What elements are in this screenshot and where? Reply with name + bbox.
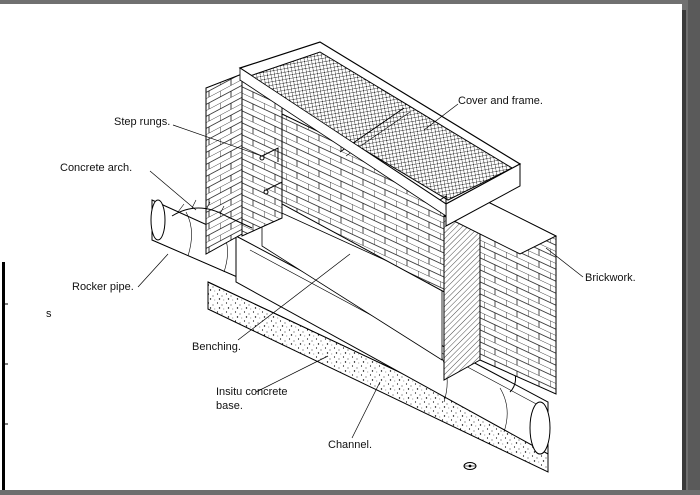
step-rungs xyxy=(259,147,447,210)
label-step-rungs: Step rungs. xyxy=(114,116,170,128)
margin-ruler xyxy=(2,262,8,490)
concrete-arch xyxy=(171,199,253,229)
label-rocker-pipe: Rocker pipe. xyxy=(72,281,134,293)
label-insitu-concrete: Insitu concrete xyxy=(216,386,288,398)
margin-mark: s xyxy=(46,308,52,320)
label-concrete-arch: Concrete arch. xyxy=(60,162,132,174)
leader-lines xyxy=(137,103,584,439)
cover-and-frame xyxy=(238,41,522,227)
label-benching: Benching. xyxy=(192,341,241,353)
label-cover-and-frame: Cover and frame. xyxy=(458,95,543,107)
orientation-symbol xyxy=(463,462,477,470)
drawing-page: s xyxy=(0,4,682,490)
left-wall xyxy=(205,73,283,255)
label-brickwork: Brickwork. xyxy=(585,272,636,284)
manhole-diagram: s xyxy=(2,41,636,490)
right-wall xyxy=(442,197,558,395)
label-channel: Channel. xyxy=(328,439,372,451)
scrollbar[interactable] xyxy=(688,0,700,490)
page-shadow xyxy=(682,10,686,490)
label-insitu-base: base. xyxy=(216,400,243,412)
